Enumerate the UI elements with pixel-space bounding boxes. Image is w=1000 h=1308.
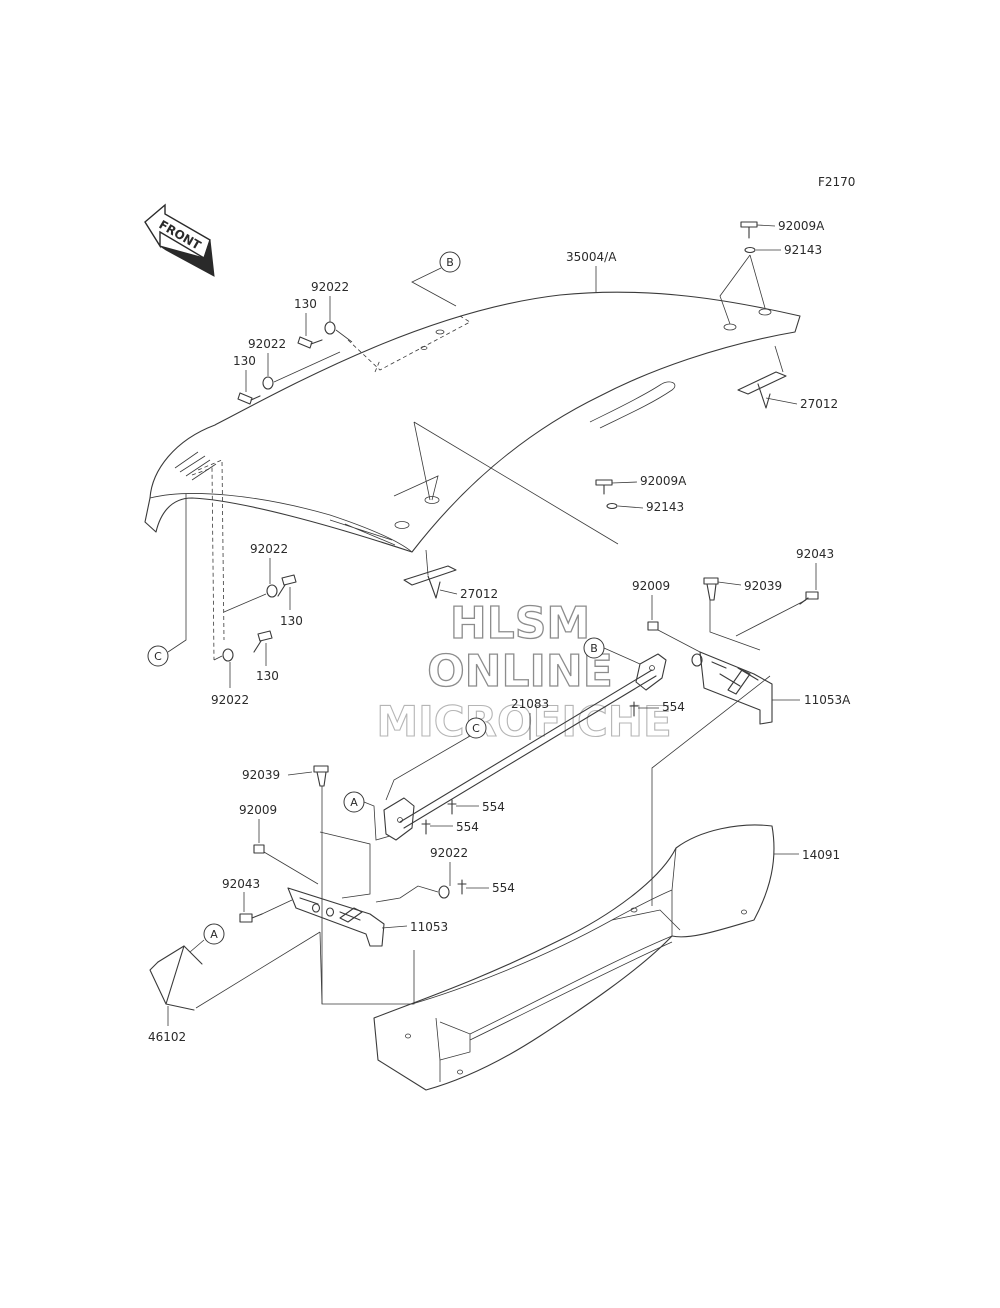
bolt-92009-right — [647, 621, 659, 631]
label-554-c: 554 — [456, 820, 479, 834]
label-554-a: 554 — [662, 700, 685, 714]
bolt-130-d — [253, 630, 273, 653]
svg-text:C: C — [472, 722, 480, 735]
svg-text:C: C — [154, 650, 162, 663]
svg-text:A: A — [210, 928, 218, 941]
label-35004a: 35004/A — [566, 250, 617, 264]
callout-c-left: C — [147, 494, 187, 667]
svg-text:HLSM: HLSM — [450, 598, 590, 649]
roof-panel — [144, 291, 801, 661]
bolt-130-a — [297, 336, 323, 349]
screw-92009a-top — [740, 221, 758, 239]
callout-a-low: A — [189, 923, 225, 953]
washer-92143-top — [744, 246, 756, 254]
bracket-11053 — [287, 887, 385, 947]
rear-panel-14091 — [373, 824, 775, 1091]
label-92043-right: 92043 — [796, 547, 834, 561]
label-554-d: 554 — [492, 881, 515, 895]
label-92043-left: 92043 — [222, 877, 260, 891]
bracket-11053a — [691, 651, 773, 725]
label-130-b: 130 — [233, 354, 256, 368]
bolt-130-b — [237, 392, 261, 405]
washer-92022-b — [262, 376, 274, 390]
callout-c-mid: C — [385, 717, 487, 801]
label-130-d: 130 — [256, 669, 279, 683]
bolt-92043-left — [239, 913, 263, 923]
label-92009-left: 92009 — [239, 803, 277, 817]
washer-92022-d — [222, 648, 234, 662]
svg-text:A: A — [350, 796, 358, 809]
label-27012-right: 27012 — [800, 397, 838, 411]
label-92022-e: 92022 — [430, 846, 468, 860]
label-14091: 14091 — [802, 848, 840, 862]
bracket-27012-mid — [403, 565, 457, 599]
bracket-27012-right — [737, 371, 787, 409]
figure-code: F2170 — [818, 175, 855, 189]
pin-554-c — [421, 819, 431, 835]
clip-92039-right — [703, 577, 719, 601]
washer-92022-c — [266, 584, 278, 598]
label-130-c: 130 — [280, 614, 303, 628]
svg-text:B: B — [590, 642, 598, 655]
callout-a-mid: A — [343, 791, 391, 841]
front-arrow-icon: FRONT — [144, 203, 215, 277]
prop-rod-46102 — [149, 945, 203, 1011]
svg-text:ONLINE: ONLINE — [427, 646, 613, 697]
label-554-b: 554 — [482, 800, 505, 814]
label-130-a: 130 — [294, 297, 317, 311]
bolt-92043-right — [799, 591, 819, 605]
label-92143-mid: 92143 — [646, 500, 684, 514]
watermark: HLSM ONLINE MICROFICHE — [376, 597, 672, 746]
clip-92039-left — [313, 765, 329, 787]
rod-21083 — [383, 653, 667, 841]
screw-92009a-mid — [595, 479, 613, 495]
label-27012-mid: 27012 — [460, 587, 498, 601]
label-92009a-mid: 92009A — [640, 474, 687, 488]
label-11053: 11053 — [410, 920, 448, 934]
washer-92022-e — [438, 885, 450, 899]
bolt-130-c — [277, 574, 297, 597]
callout-b-mid: B — [583, 637, 641, 665]
bolt-92009-left — [253, 844, 265, 854]
label-92022-d: 92022 — [211, 693, 249, 707]
label-92009-right: 92009 — [632, 579, 670, 593]
svg-text:MICROFICHE: MICROFICHE — [376, 697, 671, 746]
label-21083: 21083 — [511, 697, 549, 711]
svg-text:B: B — [446, 256, 454, 269]
label-92022-a: 92022 — [311, 280, 349, 294]
pin-554-a — [629, 701, 639, 717]
label-11053a: 11053A — [804, 693, 851, 707]
label-92039-left: 92039 — [242, 768, 280, 782]
label-92039-right: 92039 — [744, 579, 782, 593]
washer-92022-a — [324, 321, 336, 335]
label-92009a-top: 92009A — [778, 219, 825, 233]
pin-554-d — [457, 879, 467, 895]
label-92022-b: 92022 — [248, 337, 286, 351]
pin-554-b — [447, 799, 457, 815]
washer-92143-mid — [606, 502, 618, 510]
label-46102: 46102 — [148, 1030, 186, 1044]
callout-b-top: B — [411, 251, 461, 307]
label-92022-c: 92022 — [250, 542, 288, 556]
label-92143-top: 92143 — [784, 243, 822, 257]
